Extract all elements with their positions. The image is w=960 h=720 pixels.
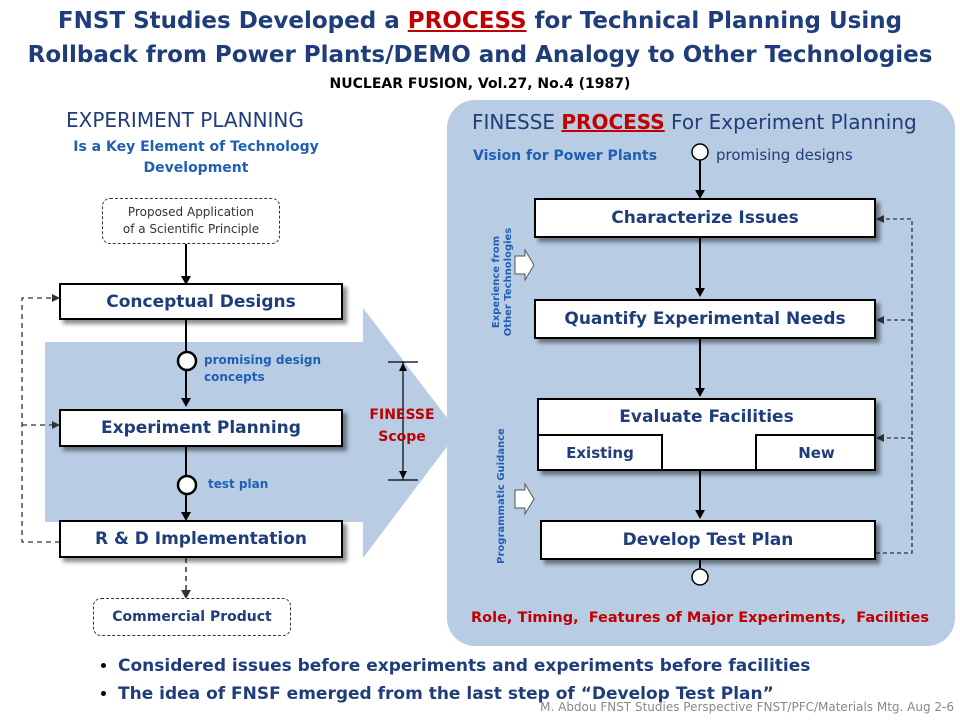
right-feedback-loop — [876, 218, 913, 554]
arrowhead — [695, 288, 705, 297]
promising-designs-label: promising designs — [716, 146, 853, 164]
arrowhead — [695, 190, 705, 199]
arrowhead — [181, 590, 191, 599]
finesse-process-heading: FINESSE PROCESS For Experiment Planning — [472, 110, 917, 134]
arrowhead — [181, 276, 191, 285]
bullet-item: The idea of FNSF emerged from the last s… — [118, 680, 810, 708]
finesse-heading-prefix: FINESSE — [472, 110, 562, 134]
experiment-planning-heading: EXPERIMENT PLANNING — [66, 108, 304, 132]
finesse-heading-keyword: PROCESS — [561, 110, 665, 134]
characterize-issues-box: Characterize Issues — [534, 198, 876, 238]
testplan-node — [176, 474, 198, 496]
arrowhead — [52, 421, 60, 429]
title-line1-prefix: FNST Studies Developed a — [57, 8, 408, 34]
finesse-line1: FINESSE — [369, 407, 435, 423]
guidance-input-arrow — [514, 482, 535, 516]
arrowhead — [181, 398, 191, 407]
existing-facility-box: Existing — [539, 434, 663, 471]
programmatic-guidance-label: Programmatic Guidance — [496, 428, 507, 564]
role-timing-label: Role, Timing, Features of Major Experime… — [471, 610, 929, 626]
finesse-heading-suffix: For Experiment Planning — [664, 110, 917, 134]
title-keyword: PROCESS — [407, 8, 527, 34]
title-line2: Rollback from Power Plants/DEMO and Anal… — [27, 42, 933, 68]
vision-label: Vision for Power Plants — [473, 148, 658, 164]
evaluate-facilities-box: Evaluate Facilities Existing New — [537, 398, 876, 471]
quantify-needs-box: Quantify Experimental Needs — [534, 299, 876, 339]
proposed-line1: Proposed Application — [127, 205, 255, 219]
arrowhead — [695, 510, 705, 519]
arrowhead — [181, 512, 191, 521]
finesse-scope-label: FINESSE Scope — [352, 404, 452, 448]
arrowhead — [695, 388, 705, 397]
subheading-line1: Is a Key Element of Technology — [73, 139, 319, 155]
new-facility-box: New — [755, 434, 876, 471]
experiment-planning-box: Experiment Planning — [59, 409, 343, 447]
arrowhead — [876, 316, 884, 324]
subheading-line2: Development — [143, 160, 249, 176]
proposed-application-box: Proposed Application of a Scientific Pri… — [102, 198, 280, 244]
summary-bullets: Considered issues before experiments and… — [90, 652, 810, 708]
scope-arrow-down — [399, 471, 407, 479]
evaluate-facilities-title: Evaluate Facilities — [619, 407, 794, 427]
vision-node — [691, 143, 709, 161]
experience-input-arrow — [514, 248, 535, 282]
bullet-item: Considered issues before experiments and… — [118, 652, 810, 680]
experience-label: Experience from Other Technologies — [491, 212, 515, 352]
scope-arrow-up — [399, 363, 407, 371]
arrowhead — [52, 294, 60, 302]
promising-line1: promising design — [204, 353, 322, 367]
experiment-planning-subheading: Is a Key Element of Technology Developme… — [56, 137, 336, 179]
experience-line1: Experience from — [491, 235, 502, 329]
rd-implementation-box: R & D Implementation — [59, 520, 343, 558]
arrowhead — [876, 215, 884, 223]
promising-line2: concepts — [204, 370, 265, 384]
proposed-line2: of a Scientific Principle — [122, 222, 260, 236]
conceptual-designs-box: Conceptual Designs — [59, 283, 343, 320]
slide-title: FNST Studies Developed a PROCESS for Tec… — [0, 6, 960, 36]
develop-test-plan-box: Develop Test Plan — [540, 520, 876, 560]
citation: NUCLEAR FUSION, Vol.27, No.4 (1987) — [329, 76, 631, 92]
test-plan-label: test plan — [208, 477, 269, 491]
finesse-line2: Scope — [378, 429, 426, 445]
footer-citation: M. Abdou FNST Studies Perspective FNST/P… — [540, 700, 954, 714]
experience-line2: Other Technologies — [503, 227, 514, 337]
output-node — [691, 568, 709, 586]
arrowhead — [876, 434, 884, 442]
commercial-product-box: Commercial Product — [93, 598, 291, 636]
promising-node — [176, 350, 198, 372]
feedback-loop — [21, 297, 60, 543]
promising-design-label: promising design concepts — [204, 352, 321, 386]
title-line1-suffix: for Technical Planning Using — [526, 8, 903, 34]
